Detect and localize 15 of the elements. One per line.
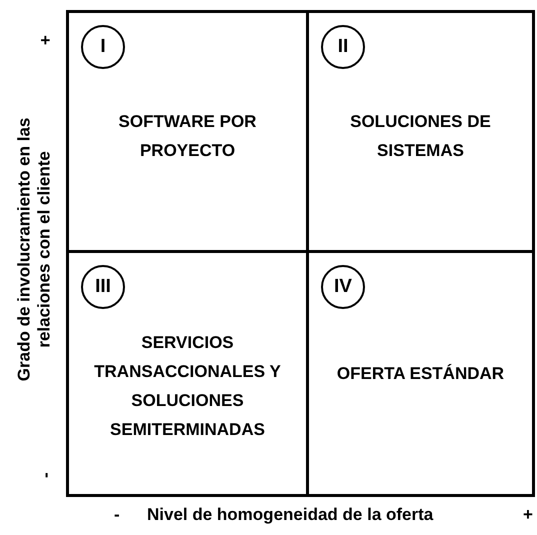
axis-sign: + bbox=[36, 34, 56, 48]
numeral-circle: III bbox=[81, 265, 125, 309]
axis-title: Grado de involucramiento en las relaciones con el cliente bbox=[14, 116, 55, 384]
quadrant-cell bbox=[69, 13, 309, 253]
axis-title: Nivel de homogeneidad de la oferta bbox=[147, 505, 434, 526]
axis-sign: + bbox=[523, 505, 533, 526]
axis-sign: - bbox=[36, 471, 56, 480]
quadrant-label: SOFTWARE POR PROYECTO bbox=[118, 110, 258, 162]
numeral-circle: IV bbox=[321, 265, 365, 309]
numeral-circle: I bbox=[81, 25, 125, 69]
axis-sign: - bbox=[114, 505, 120, 526]
numeral-circle: II bbox=[321, 25, 365, 69]
quadrant-label: SOLUCIONES DE SISTEMAS bbox=[349, 110, 492, 162]
quadrant-label: OFERTA ESTÁNDAR bbox=[336, 363, 506, 385]
quadrant-label: SERVICIOS TRANSACCIONALES Y SOLUCIONES SEMITERMINADAS bbox=[93, 332, 282, 440]
